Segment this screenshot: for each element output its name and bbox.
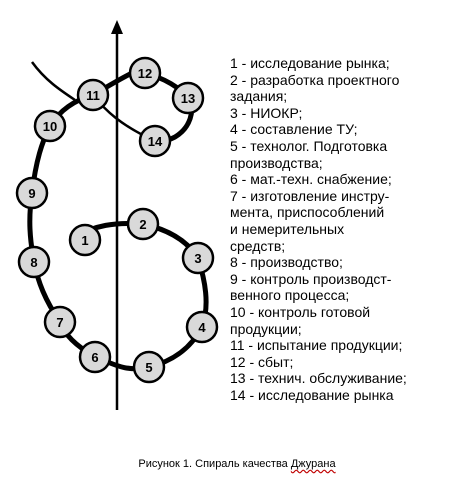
- spiral-node-14: 14: [138, 124, 172, 158]
- spiral-node-10: 10: [33, 109, 67, 143]
- spiral-node-6: 6: [78, 340, 112, 374]
- legend-item-2: 2 - разработка проектного задания;: [230, 71, 400, 105]
- spiral-node-7: 7: [43, 305, 77, 339]
- legend-item-5: 5 - технолог. Подготовка производства;: [230, 137, 388, 171]
- spiral-entry-line: [30, 61, 76, 102]
- spiral-node-1: 1: [68, 223, 102, 257]
- spiral-node-2: 2: [126, 207, 160, 241]
- svg-text:1: 1: [81, 233, 88, 248]
- legend-item-4: 4 - составление ТУ;: [230, 121, 358, 138]
- svg-text:7: 7: [56, 315, 63, 330]
- legend-item-10: 10 - контроль готовой продукции;: [230, 303, 371, 337]
- svg-text:6: 6: [91, 350, 98, 365]
- svg-text:11: 11: [86, 88, 100, 103]
- svg-text:12: 12: [138, 66, 152, 81]
- legend-item-3: 3 - НИОКР;: [230, 104, 303, 121]
- quality-spiral-diagram: 1 2 3 4 5 6 7 8 9 10 11 12: [15, 20, 219, 410]
- figure-caption: Рисунок 1. Спираль качества Джурана: [0, 458, 474, 470]
- legend: 1 - исследование рынка; 2 - разработка п…: [230, 55, 470, 403]
- svg-text:14: 14: [148, 134, 163, 149]
- spiral-node-8: 8: [17, 245, 51, 279]
- svg-text:10: 10: [43, 119, 57, 134]
- legend-item-13: 13 - технич. обслуживание;: [230, 370, 407, 387]
- spiral-node-9: 9: [15, 176, 49, 210]
- spiral-node-3: 3: [181, 241, 215, 275]
- spiral-node-5: 5: [132, 350, 166, 384]
- svg-text:2: 2: [139, 217, 146, 232]
- svg-text:4: 4: [198, 320, 206, 335]
- legend-item-8: 8 - производство;: [230, 254, 343, 271]
- legend-item-1: 1 - исследование рынка;: [230, 55, 390, 71]
- axis-arrowhead: [111, 20, 123, 34]
- svg-text:5: 5: [145, 360, 152, 375]
- spiral-node-4: 4: [185, 310, 219, 344]
- caption-prefix: Рисунок 1. Спираль качества: [138, 458, 291, 470]
- spiral-node-12: 12: [128, 56, 162, 90]
- svg-text:3: 3: [194, 251, 201, 266]
- legend-item-14: 14 - исследование рынка: [230, 386, 394, 403]
- spiral-node-11: 11: [76, 78, 110, 112]
- svg-text:13: 13: [181, 91, 195, 106]
- svg-text:9: 9: [28, 186, 35, 201]
- svg-text:8: 8: [30, 255, 37, 270]
- caption-name: Джурана: [290, 458, 336, 470]
- legend-item-6: 6 - мат.-техн. снабжение;: [230, 171, 392, 188]
- legend-item-11: 11 - испытание продукции;: [230, 337, 403, 354]
- spiral-node-13: 13: [171, 81, 205, 115]
- legend-item-12: 12 - сбыт;: [230, 353, 294, 370]
- legend-item-7: 7 - изготовление инстру- мента, приспосо…: [230, 187, 390, 254]
- legend-item-9: 9 - контроль производст- венного процесс…: [230, 270, 392, 304]
